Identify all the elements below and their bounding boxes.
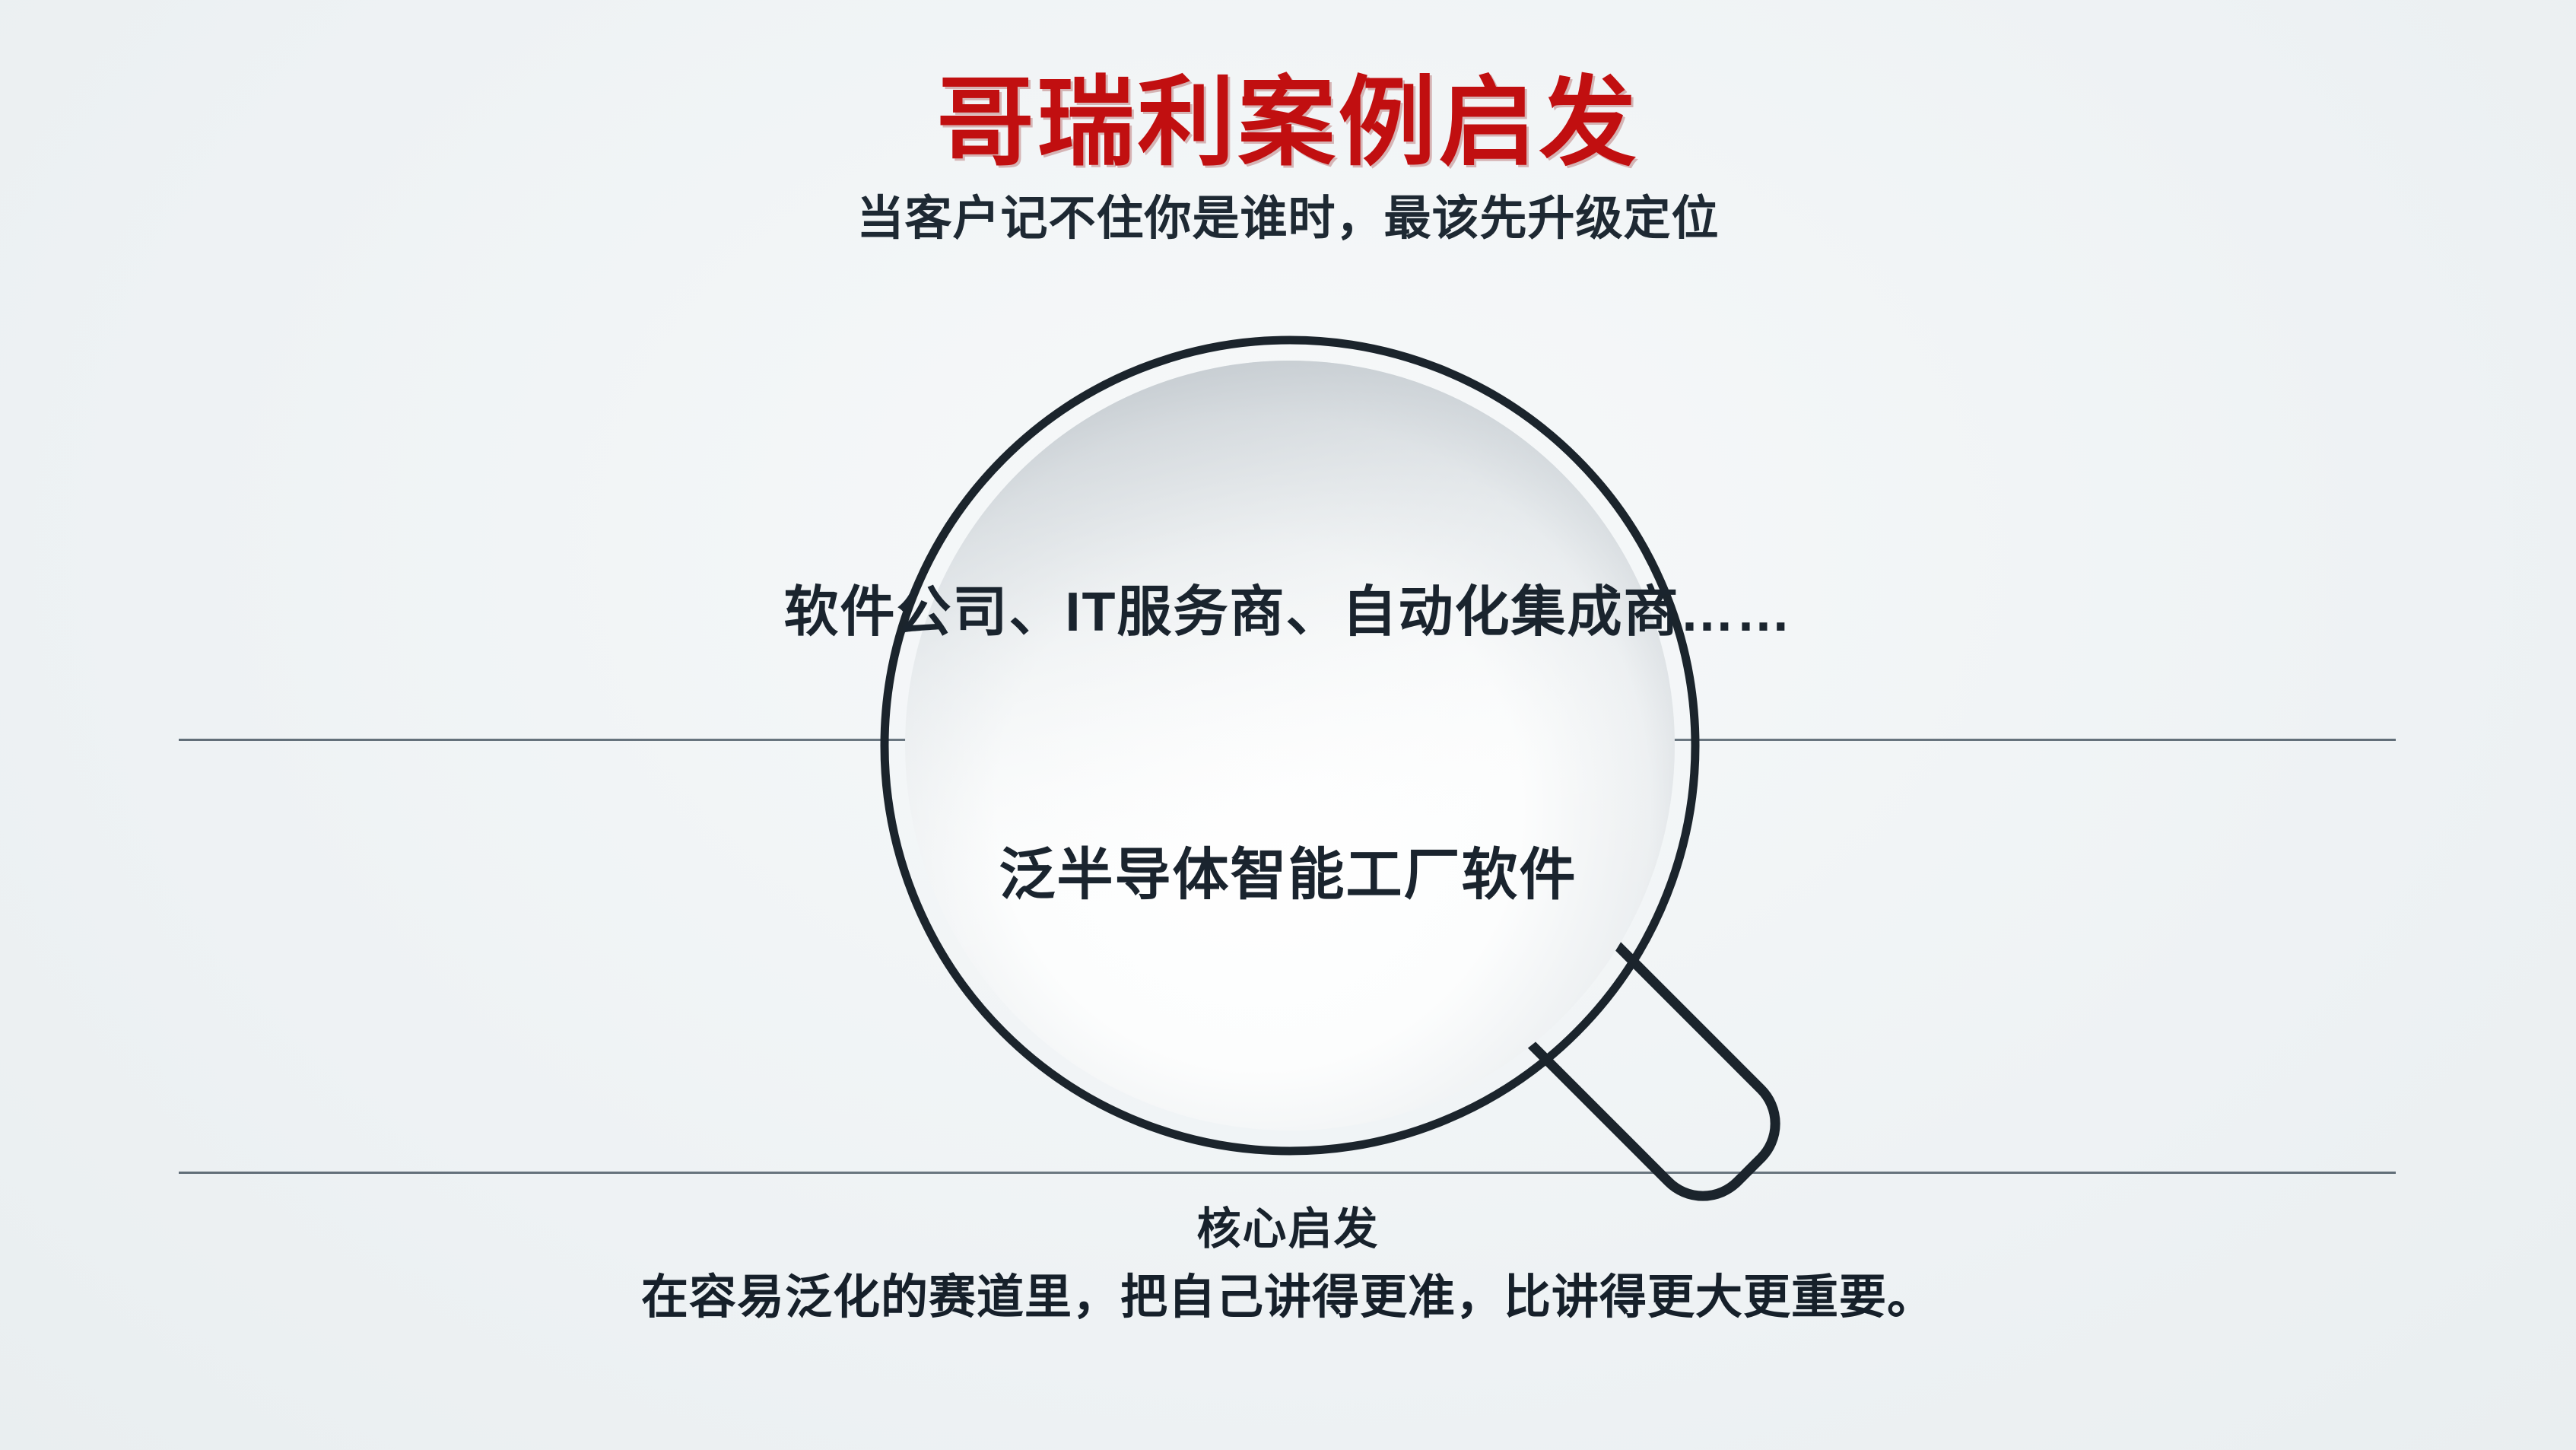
- magnifier-svg: [880, 335, 1780, 1201]
- lens-glass-shading: [905, 361, 1675, 1130]
- lens-glass: [905, 361, 1675, 1130]
- page-subtitle: 当客户记不住你是谁时，最该先升级定位: [856, 192, 1720, 245]
- generic-positioning-label: 软件公司、IT服务商、自动化集成商……: [783, 582, 1793, 643]
- footer-heading: 核心启发: [1196, 1204, 1380, 1254]
- specific-positioning-label: 泛半导体智能工厂软件: [999, 843, 1577, 906]
- lens-ring: [880, 335, 1700, 1156]
- slide-header: 哥瑞利案例启发 当客户记不住你是谁时，最该先升级定位: [0, 68, 2576, 247]
- footer-body-text: 在容易泛化的赛道里，把自己讲得更准，比讲得更大更重要。: [640, 1270, 1935, 1324]
- divider-line-top: [179, 739, 2396, 741]
- magnifier-handle: [1503, 924, 1780, 1201]
- slide-footer: 核心启发 在容易泛化的赛道里，把自己讲得更准，比讲得更大更重要。: [0, 1202, 2576, 1327]
- page-title: 哥瑞利案例启发: [936, 68, 1640, 177]
- divider-line-bottom: [179, 1172, 2396, 1174]
- magnifying-glass-icon: [761, 266, 1901, 1225]
